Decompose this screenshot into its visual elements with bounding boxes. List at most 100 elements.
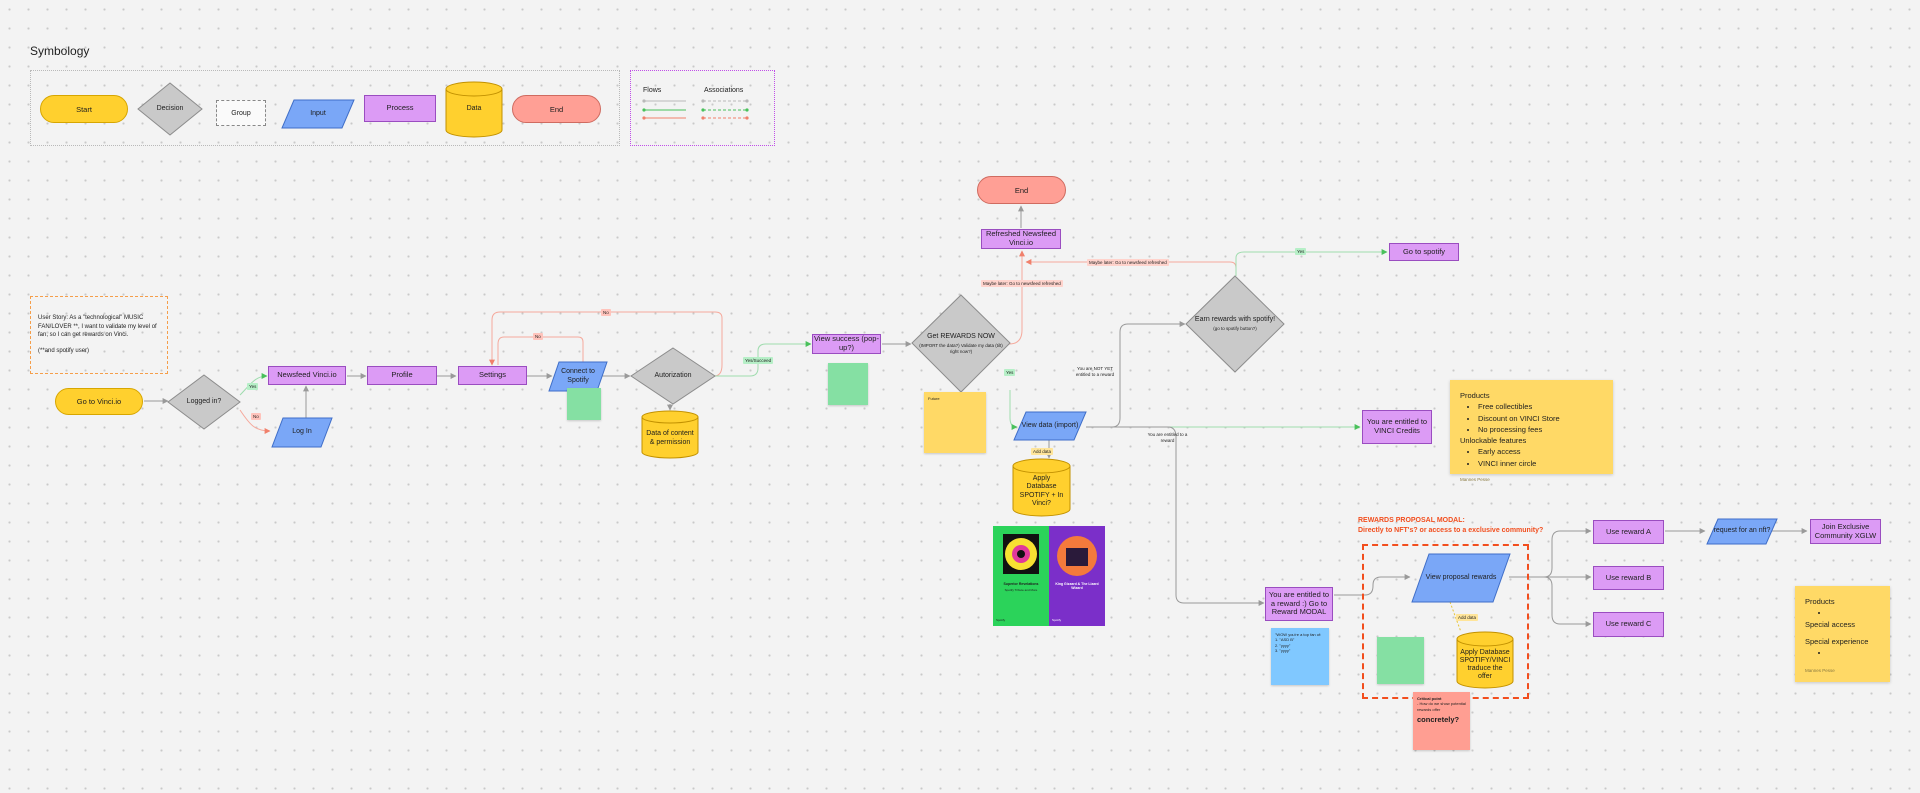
data-content-label: Data of content & permission xyxy=(646,430,694,446)
poster-right: King Gizzard & The Lizard Wizard Spotify xyxy=(1049,526,1105,626)
label-add-data: Add data xyxy=(1031,448,1054,455)
unlockable-item: Early access xyxy=(1478,446,1603,457)
use-reward-b-process[interactable]: Use reward B xyxy=(1593,566,1664,590)
poster-right-title: King Gizzard & The Lizard Wizard xyxy=(1055,582,1099,590)
earn-rewards-text: Earn rewards with spotify! (go to spotif… xyxy=(1191,316,1279,331)
use-reward-a-process[interactable]: Use reward A xyxy=(1593,520,1664,544)
label-add-data-2: Add data xyxy=(1456,614,1479,621)
entitled-credits-process[interactable]: You are entitled to VINCI Credits xyxy=(1362,410,1432,444)
view-data-input[interactable]: View data (import) xyxy=(1013,411,1087,441)
user-story-text: User Story: As a "technological" MUSIC F… xyxy=(38,315,157,339)
critical-title: Critical point xyxy=(1417,696,1442,701)
blue-sticky: "WOW you're a top fan of: 1. "ASD B" 2. … xyxy=(1271,628,1329,685)
label-no-logged: No xyxy=(251,413,261,420)
unlockable-heading: Unlockable features xyxy=(1460,436,1527,445)
label-maybe-later-1: Maybe later: Go to newsfeed refreshed xyxy=(981,280,1063,287)
go-to-spotify-process[interactable]: Go to spotify xyxy=(1389,243,1459,261)
view-proposal-label: View proposal rewards xyxy=(1425,573,1497,581)
critical-point-sticky: Critical point - How do we show potentia… xyxy=(1413,692,1470,750)
blue-sticky-item: 1. "ASD B" xyxy=(1275,637,1295,643)
symbology-frame xyxy=(30,70,620,146)
special-access: Special access xyxy=(1805,619,1856,629)
autorization-decision[interactable]: Autorization xyxy=(630,347,716,405)
view-data-label: View data (import) xyxy=(1021,421,1079,429)
user-story-note: (**and spotify user) xyxy=(38,348,90,355)
empty-bullet xyxy=(1829,647,1880,658)
edge-earn-spotify-yes xyxy=(1235,249,1388,276)
symbol-data: Data xyxy=(445,81,503,138)
use-reward-c-process[interactable]: Use reward C xyxy=(1593,612,1664,637)
unlockable-list: Early access VINCI inner circle xyxy=(1460,446,1603,469)
get-rewards-label: Get REWARDS NOW xyxy=(927,333,995,341)
symbol-end: End xyxy=(512,95,601,123)
green-sticky-design xyxy=(828,363,868,405)
apply-db-store: Apply Database SPOTIFY + In Vinci? xyxy=(1012,458,1071,517)
green-sticky-opportunity xyxy=(1377,637,1424,684)
products-item: No processing fees xyxy=(1478,424,1603,435)
apply-db2-store: Apply Database SPOTIFY/VINCI traduce the… xyxy=(1456,631,1514,689)
products-item: Discount on VINCI Store xyxy=(1478,413,1603,424)
symbol-data-label: Data xyxy=(466,105,482,113)
label-yes-logged: Yes xyxy=(247,383,259,390)
view-proposal-input[interactable]: View proposal rewards xyxy=(1411,553,1511,603)
rewards-modal-title: REWARDS PROPOSAL MODAL: xyxy=(1358,517,1465,524)
label-no-autorization: No xyxy=(601,309,611,316)
special-experience: Special experience xyxy=(1805,636,1869,646)
profile-process[interactable]: Profile xyxy=(367,366,437,385)
apply-db-label: Apply Database SPOTIFY + In Vinci? xyxy=(1019,475,1064,507)
small-green-sticky xyxy=(567,388,601,420)
settings-process[interactable]: Settings xyxy=(458,366,527,385)
not-yet-note: You are NOT YET entitled to a reward xyxy=(1075,366,1115,377)
symbol-input: Input xyxy=(281,99,355,129)
connect-spotify-label: Connect to Spotify xyxy=(561,368,595,384)
products-heading-1: Products xyxy=(1460,391,1490,400)
log-in-input[interactable]: Log In xyxy=(271,417,333,448)
logged-in-label: Logged in? xyxy=(186,397,222,405)
label-no-connect: No xyxy=(533,333,543,340)
request-nft-label: request for an nft? xyxy=(1713,527,1771,535)
earn-rewards-sub: (go to spotify button?) xyxy=(1213,326,1257,332)
legend-flows-title: Flows xyxy=(643,87,662,94)
entitled-note: You are entitled to a reward xyxy=(1147,432,1188,443)
view-success-process[interactable]: View success (pop-up?) xyxy=(812,334,881,354)
symbology-title: Symbology xyxy=(30,44,90,58)
legend-frame xyxy=(630,70,775,146)
symbol-group: Group xyxy=(216,100,266,126)
sticky-author-1: Mannes Pesse xyxy=(1460,476,1490,482)
symbol-decision: Decision xyxy=(137,82,203,136)
logged-in-decision[interactable]: Logged in? xyxy=(167,374,241,430)
symbol-input-label: Input xyxy=(310,109,326,117)
refreshed-newsfeed-process[interactable]: Refreshed Newsfeed Vinci.io xyxy=(981,229,1061,249)
products-list-1: Free collectibles Discount on VINCI Stor… xyxy=(1460,401,1603,435)
end-terminal: End xyxy=(977,176,1066,204)
label-maybe-later-2: Maybe later: Go to newsfeed refreshed xyxy=(1087,259,1169,266)
poster-left-art xyxy=(1003,534,1039,574)
label-yes-succeed: Yes/Succeed xyxy=(743,357,774,364)
future-sticky-text: Future xyxy=(928,396,940,401)
label-yes-viewdata: Yes xyxy=(1004,369,1016,376)
earn-rewards-decision[interactable]: Earn rewards with spotify! (go to spotif… xyxy=(1185,275,1285,373)
join-community-process[interactable]: Join Exclusive Community XGLW xyxy=(1810,519,1881,544)
edge-getrewards-refreshed-maybe xyxy=(1008,250,1025,345)
products-empty-list-2 xyxy=(1805,647,1880,658)
get-rewards-decision[interactable]: Get REWARDS NOW (IMPORT the data?) Valid… xyxy=(911,294,1011,393)
entitled-reward-process[interactable]: You are entitled to a reward :) Go to Re… xyxy=(1265,587,1333,621)
symbol-process: Process xyxy=(364,95,436,122)
apply-db2-label: Apply Database SPOTIFY/VINCI traduce the… xyxy=(1459,648,1511,681)
user-story-card: User Story: As a "technological" MUSIC F… xyxy=(30,296,168,374)
poster-left-title: Superior Revelations xyxy=(1003,582,1039,586)
sticky-author-2: Mannes Pesse xyxy=(1805,668,1835,674)
products-item: Free collectibles xyxy=(1478,401,1603,412)
newsfeed-process[interactable]: Newsfeed Vinci.io xyxy=(268,366,346,385)
products-empty-list-1 xyxy=(1805,607,1880,618)
products-sticky-2: Products Special access Special experien… xyxy=(1795,586,1890,682)
go-to-vinci-start[interactable]: Go to Vinci.io xyxy=(55,388,143,415)
poster-right-art xyxy=(1057,536,1097,576)
get-rewards-sub: (IMPORT the data?) Validate my data (til… xyxy=(919,343,1003,354)
critical-big: concretely? xyxy=(1417,715,1460,725)
connect-spotify-input[interactable]: Connect to Spotify xyxy=(548,361,608,392)
request-nft-input[interactable]: request for an nft? xyxy=(1706,518,1778,545)
autorization-label: Autorization xyxy=(654,371,692,379)
products-heading-2: Products xyxy=(1805,597,1835,606)
poster-left-sub: Spotify Tribute and More xyxy=(1004,588,1038,592)
